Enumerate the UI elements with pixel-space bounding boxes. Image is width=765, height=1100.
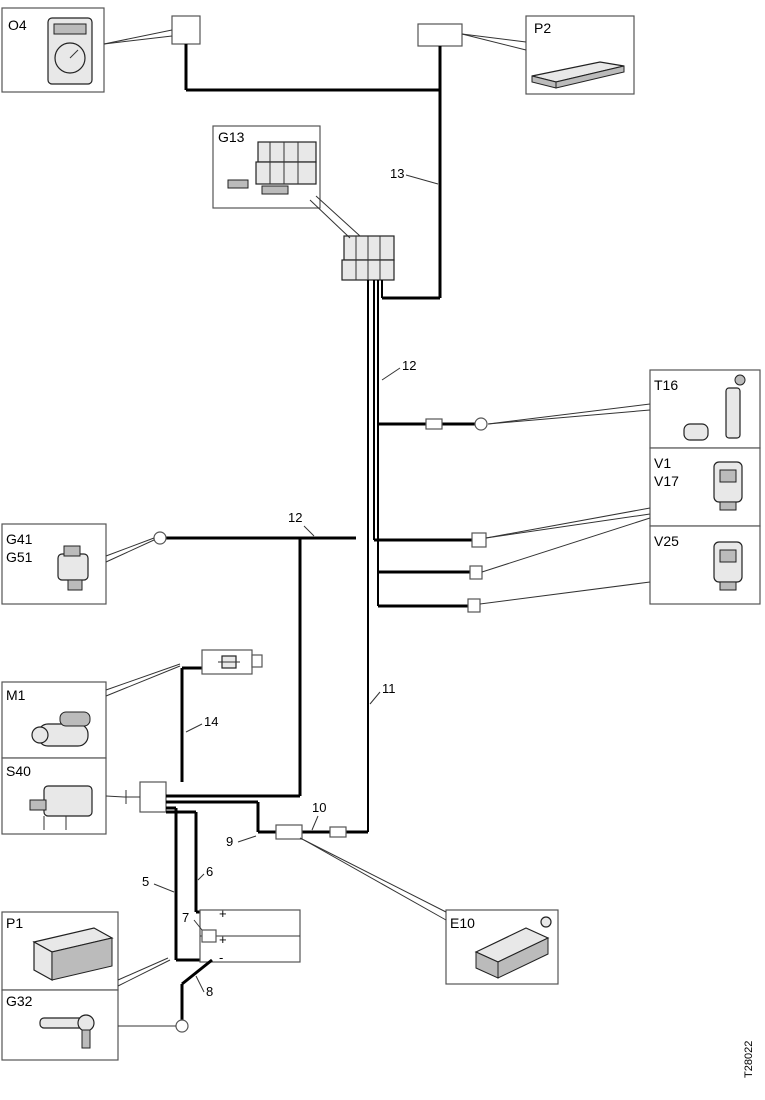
battery-terminal-block: + + -	[199, 906, 301, 965]
tachograph-icon	[47, 17, 93, 85]
component-v1-v17: V1 V17	[649, 447, 761, 527]
component-label-o4: O4	[8, 17, 27, 33]
connector-o4	[171, 15, 201, 45]
inline-connector-e10	[275, 824, 303, 840]
switch-icon	[57, 545, 89, 591]
component-p1: P1	[1, 911, 119, 991]
component-label-e10: E10	[450, 915, 475, 931]
component-g13: G13	[212, 125, 321, 209]
g13-harness-connector	[341, 235, 395, 281]
wire-number-labels: 13 12 12 11 14 10 9 5 6 7 8	[142, 166, 439, 999]
battery-terminal-plus-1: +	[219, 906, 227, 921]
component-m1: M1	[1, 681, 107, 759]
component-o4: O4	[1, 7, 105, 93]
battery-terminal-plus-2: +	[219, 932, 227, 947]
wire-number-12-lower: 12	[288, 510, 302, 525]
terminal-clamp-icon	[39, 1014, 95, 1049]
component-label-g51: G51	[6, 549, 33, 565]
wire-number-11: 11	[382, 681, 396, 696]
component-s40: S40	[1, 757, 107, 835]
component-label-p1: P1	[6, 915, 23, 931]
component-t16: T16	[649, 369, 761, 449]
connector-p2	[417, 23, 463, 47]
component-label-g13: G13	[218, 129, 245, 145]
wire-number-14: 14	[204, 714, 218, 729]
wire-number-5: 5	[142, 874, 149, 889]
component-label-v1: V1	[654, 455, 671, 471]
battery-terminal-minus: -	[219, 950, 223, 965]
wiring: + + -	[124, 15, 488, 1033]
wire-number-7: 7	[182, 910, 189, 925]
valve-icon	[713, 461, 743, 511]
wire-number-10: 10	[312, 800, 326, 815]
component-e10: E10	[445, 909, 559, 985]
connector-t16	[474, 417, 488, 431]
figure-code: T28022	[743, 1041, 755, 1078]
ignition-switch-icon	[29, 785, 93, 830]
wire-number-8: 8	[206, 984, 213, 999]
component-label-v17: V17	[654, 473, 679, 489]
junction-block-s40	[139, 781, 167, 813]
connector-g41	[153, 531, 167, 545]
connector-v17	[469, 565, 483, 580]
component-g32: G32	[1, 989, 119, 1061]
valve-icon	[713, 541, 743, 591]
component-label-t16: T16	[654, 377, 678, 393]
connector-g32	[175, 1019, 189, 1033]
component-label-v25: V25	[654, 533, 679, 549]
wire-number-13: 13	[390, 166, 404, 181]
wire-number-12-upper: 12	[402, 358, 416, 373]
component-p2: P2	[525, 15, 635, 95]
component-label-g32: G32	[6, 993, 33, 1009]
inline-fuse-wire-10	[329, 826, 347, 838]
component-label-p2: P2	[534, 20, 551, 36]
component-label-m1: M1	[6, 687, 26, 703]
sensor-icon	[683, 374, 746, 441]
inline-connector-t16	[425, 418, 443, 430]
relay-m1	[201, 649, 263, 675]
battery-icon	[32, 927, 114, 982]
heater-unit-icon	[474, 916, 552, 979]
connector-block-icon	[227, 141, 317, 195]
component-v25: V25	[649, 525, 761, 605]
fuse-box-icon	[531, 61, 625, 89]
connector-v25	[467, 598, 481, 613]
wire-number-6: 6	[206, 864, 213, 879]
component-g41-g51: G41 G51	[1, 523, 107, 605]
connector-v1	[471, 532, 487, 548]
starter-motor-icon	[31, 711, 91, 747]
wire-number-9: 9	[226, 834, 233, 849]
leader-lines	[103, 29, 651, 1027]
component-label-s40: S40	[6, 763, 31, 779]
component-label-g41: G41	[6, 531, 33, 547]
